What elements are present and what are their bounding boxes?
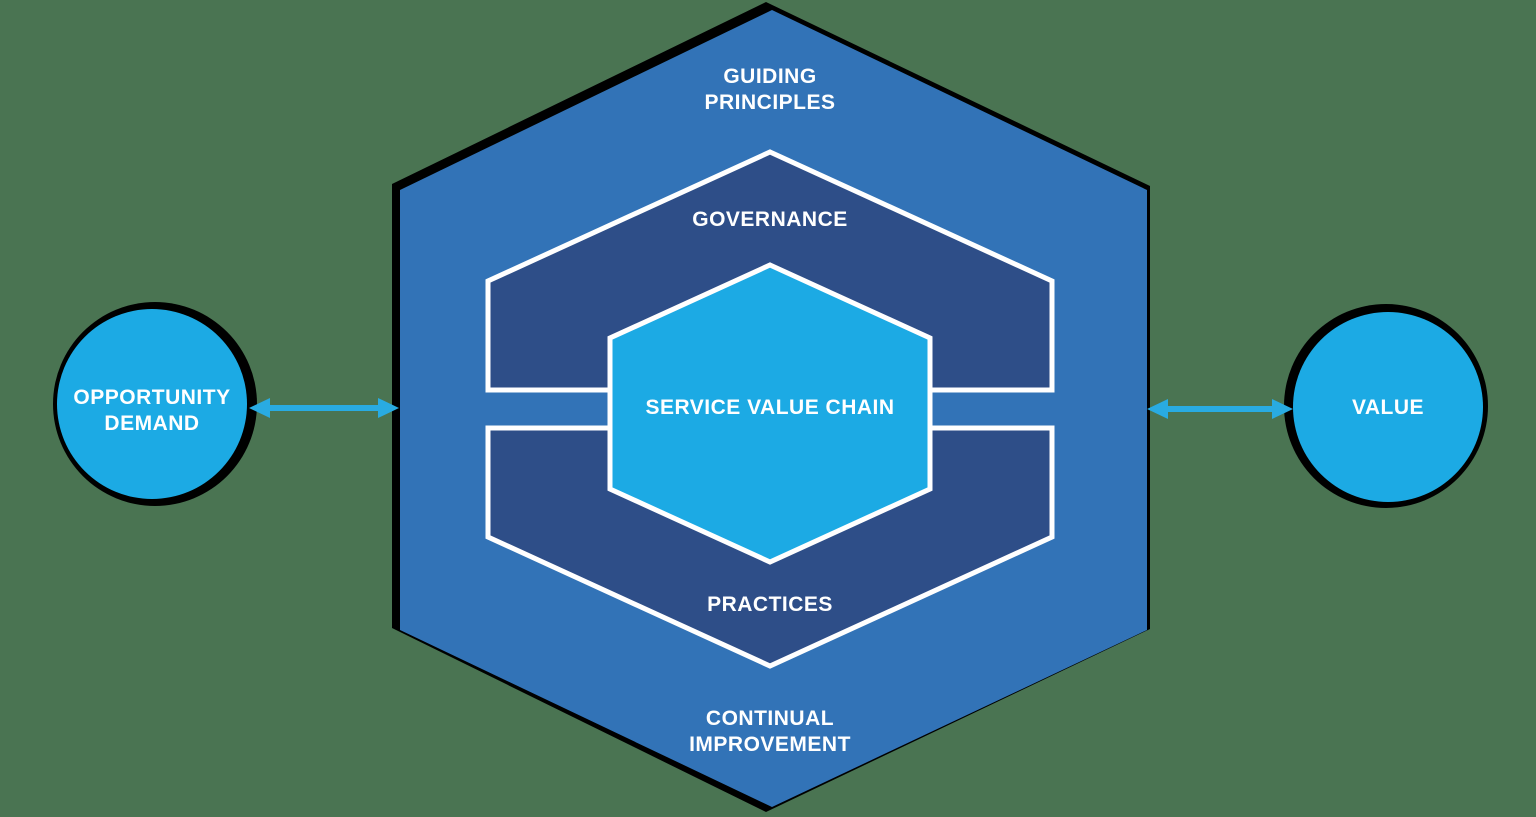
- continual-improvement-label-line1: CONTINUAL: [706, 707, 834, 730]
- value-circle: [1293, 312, 1483, 502]
- right-arrow-head-left: [1147, 399, 1168, 419]
- service-value-chain-hexagon: [607, 262, 933, 565]
- service-value-chain-label: SERVICE VALUE CHAIN: [645, 396, 894, 419]
- guiding-principles-label-line1: GUIDING: [723, 65, 816, 88]
- continual-improvement-label-line2: IMPROVEMENT: [689, 733, 851, 756]
- left-arrow-head-left: [249, 398, 270, 418]
- opportunity-demand-circle: [57, 309, 247, 499]
- right-arrow-head-right: [1272, 399, 1293, 419]
- value-label: VALUE: [1352, 396, 1424, 419]
- opportunity-demand-label-line1: OPPORTUNITY: [73, 386, 230, 409]
- governance-label: GOVERNANCE: [692, 208, 848, 231]
- guiding-principles-label-line2: PRINCIPLES: [704, 91, 835, 114]
- left-arrow-head-right: [378, 398, 399, 418]
- opportunity-demand-label-line2: DEMAND: [104, 412, 199, 435]
- practices-label: PRACTICES: [707, 593, 833, 616]
